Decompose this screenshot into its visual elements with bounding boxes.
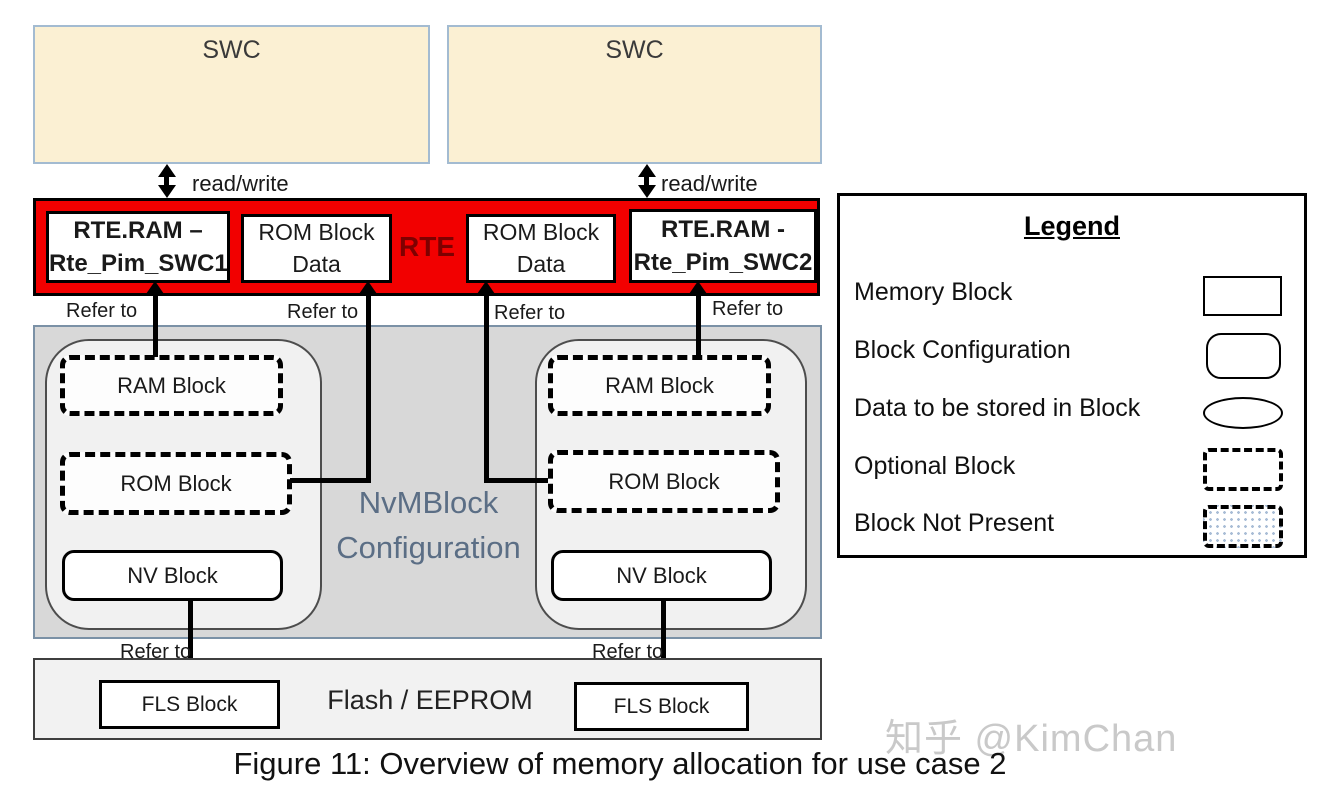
rom-data-left-line2: Data: [292, 250, 341, 277]
refer-to-label-6: Refer to: [592, 641, 664, 663]
refer-to-label-2: Refer to: [287, 301, 359, 323]
rte-label: RTE: [399, 231, 455, 262]
refer-to-label-4: Refer to: [712, 298, 784, 320]
nvm-title: NvMBlock Configuration: [322, 481, 535, 571]
swc-box-right: SWC: [447, 25, 822, 164]
refer-to-label-5: Refer to: [120, 641, 192, 663]
watermark: 知乎 @KimChan: [885, 718, 1178, 760]
nvm-title-line2: Configuration: [336, 529, 521, 565]
rte-ram-right-line2: Rte_Pim_SWC2: [633, 249, 813, 276]
legend-swatch-memory-block: [1203, 276, 1282, 316]
swc-right-label: SWC: [605, 36, 664, 64]
legend-label-block-not-present: Block Not Present: [854, 509, 1055, 537]
legend-title: Legend: [1023, 211, 1120, 241]
rom-block-left-label: ROM Block: [120, 470, 232, 496]
legend-swatch-block-configuration: [1206, 333, 1281, 379]
rom-block-right-label: ROM Block: [608, 468, 720, 494]
legend-label-block-configuration: Block Configuration: [854, 336, 1071, 364]
rom-block-right: ROM Block: [548, 450, 780, 513]
rom-block-left: ROM Block: [60, 452, 292, 515]
figure-caption: Figure 11: Overview of memory allocation…: [233, 746, 1007, 781]
refer-to-label-3: Refer to: [494, 302, 566, 324]
readwrite-label-left: read/write: [192, 171, 289, 196]
legend-label-optional-block: Optional Block: [854, 452, 1016, 480]
fls-block-right: FLS Block: [574, 682, 749, 731]
ram-block-right-label: RAM Block: [605, 372, 714, 398]
nv-block-left-label: NV Block: [127, 562, 218, 588]
ram-block-right: RAM Block: [548, 355, 771, 416]
rom-data-left-line1: ROM Block: [258, 218, 375, 245]
fls-block-left-label: FLS Block: [141, 692, 238, 716]
refer-to-label-1: Refer to: [66, 300, 138, 322]
legend-swatch-block-not-present: [1203, 505, 1283, 548]
fls-block-right-label: FLS Block: [613, 694, 710, 718]
rte-ram-left-line2: Rte_Pim_SWC1: [49, 250, 228, 277]
swc-left-label: SWC: [202, 36, 261, 64]
rte-ram-box-swc2: RTE.RAM - Rte_Pim_SWC2: [629, 209, 817, 283]
legend-label-data-stored: Data to be stored in Block: [854, 394, 1141, 422]
nv-block-right-label: NV Block: [616, 562, 707, 588]
nvm-title-line1: NvMBlock: [358, 485, 499, 520]
legend-swatch-data-stored: [1203, 397, 1283, 429]
legend-label-memory-block: Memory Block: [854, 278, 1013, 306]
rte-ram-left-line1: RTE.RAM –: [73, 216, 203, 244]
nv-block-right: NV Block: [551, 550, 772, 601]
nv-block-left: NV Block: [62, 550, 283, 601]
flash-eeprom-title: Flash / EEPROM: [327, 685, 533, 715]
rom-block-data-left: ROM Block Data: [241, 214, 392, 283]
rte-ram-box-swc1: RTE.RAM – Rte_Pim_SWC1: [46, 211, 230, 283]
readwrite-label-right: read/write: [661, 171, 758, 196]
ram-block-left-label: RAM Block: [117, 372, 226, 398]
rom-block-data-right: ROM Block Data: [466, 214, 616, 283]
ram-block-left: RAM Block: [60, 355, 283, 416]
rom-data-right-line2: Data: [516, 250, 566, 277]
rte-ram-right-line1: RTE.RAM -: [661, 215, 785, 243]
swc-box-left: SWC: [33, 25, 430, 164]
fls-block-left: FLS Block: [99, 680, 280, 729]
legend-swatch-optional-block: [1203, 448, 1283, 491]
rom-data-right-line1: ROM Block: [482, 218, 600, 245]
